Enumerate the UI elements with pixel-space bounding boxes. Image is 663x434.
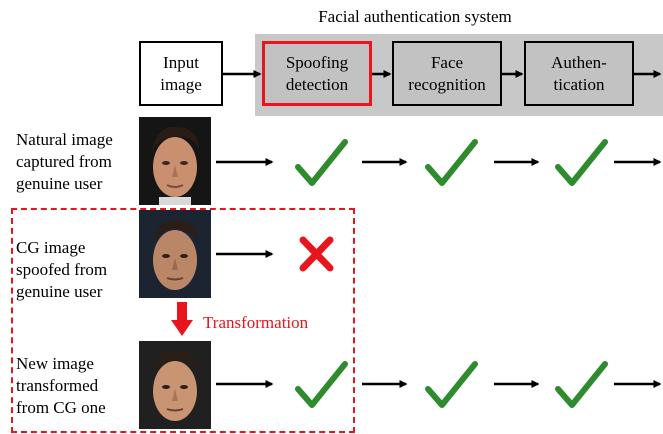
check-icon — [425, 361, 478, 408]
check-icon — [295, 139, 348, 186]
natural-face-photo — [139, 117, 211, 205]
new-image-label: New image transformed from CG one — [16, 354, 106, 417]
system-title: Facial authentication system — [318, 7, 512, 26]
transformation-label: Transformation — [203, 313, 309, 332]
input-image-box: Input image — [139, 41, 223, 106]
cg-image-label: CG image spoofed from genuine user — [16, 238, 108, 301]
cross-icon — [299, 236, 334, 272]
natural-image-label: Natural image captured from genuine user — [16, 130, 113, 193]
check-icon — [555, 139, 608, 186]
authentication-box: Authen- tication — [524, 41, 634, 106]
cg-face-photo — [139, 210, 211, 298]
check-icon — [425, 139, 478, 186]
spoofing-detection-box: Spoofing detection — [262, 41, 372, 106]
authentication-label: Authen- tication — [551, 52, 607, 94]
check-icon — [295, 361, 348, 408]
down-arrow-icon — [171, 302, 193, 336]
input-image-label: Input image — [160, 52, 202, 94]
check-icon — [555, 361, 608, 408]
face-recognition-label: Face recognition — [408, 52, 486, 94]
transformed-face-photo — [139, 341, 211, 429]
face-recognition-box: Face recognition — [392, 41, 502, 106]
spoofing-detection-label: Spoofing detection — [285, 52, 349, 94]
spoof-transformation-region — [11, 208, 355, 433]
